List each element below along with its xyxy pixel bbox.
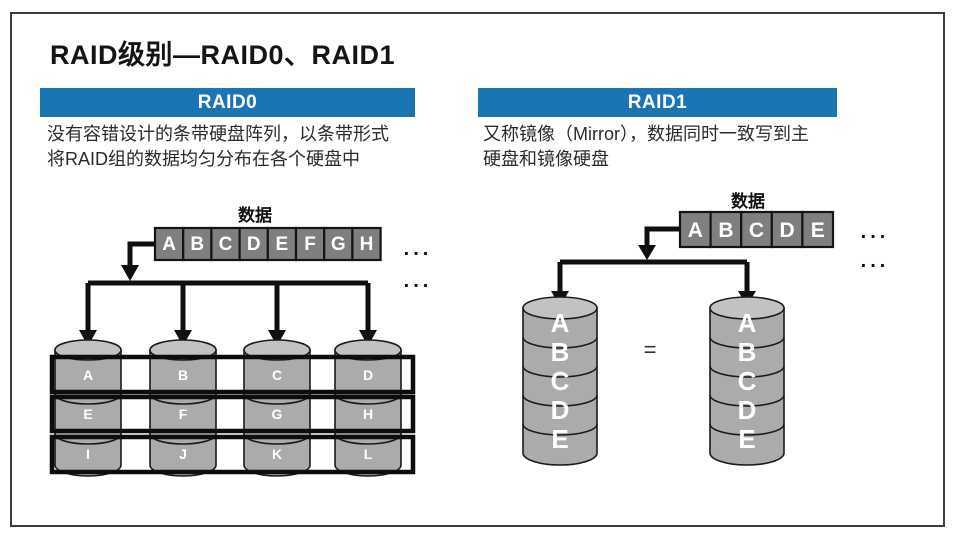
data-cell — [801, 210, 835, 249]
data-cell-letter: B — [718, 219, 733, 242]
data-cell-letter: E — [276, 234, 289, 255]
data-cell-letter: A — [162, 234, 176, 255]
data-cell-letter: H — [360, 234, 374, 255]
disk-block-letter: A — [551, 308, 570, 338]
raid1-description-line2: 硬盘和镜像硬盘 — [483, 149, 609, 169]
elbow-arrow — [121, 241, 155, 281]
raid0-disk-3: C G K — [243, 339, 311, 477]
disk-block-letter: C — [272, 367, 282, 383]
disk-block-letter: G — [272, 406, 283, 422]
disk-block-letter: E — [551, 424, 568, 454]
data-cell-letter: C — [749, 219, 764, 242]
equals-sign: = — [644, 337, 657, 362]
disk-block-letter: L — [364, 446, 373, 462]
raid1-header-label: RAID1 — [627, 92, 688, 113]
data-cell-letter: A — [688, 219, 703, 242]
page-title: RAID级别—RAID0、RAID1 — [50, 40, 396, 70]
raid0-description-line1: 没有容错设计的条带硬盘阵列，以条带形式 — [47, 124, 389, 144]
disk-block-letter: A — [83, 367, 93, 383]
disk-block-letter: B — [551, 337, 570, 367]
raid0-disk-4: D H L — [334, 339, 402, 477]
data-cell — [351, 226, 382, 262]
raid1-diagram: 数据 A B C D E ... ... — [522, 191, 890, 466]
data-cell — [182, 226, 213, 262]
raid0-disk-2: B F J — [149, 339, 217, 477]
raid0-description-line2: 将RAID组的数据均匀分布在各个硬盘中 — [47, 149, 361, 169]
disk-block-letter: A — [738, 308, 757, 338]
data-cell-letter: B — [190, 234, 204, 255]
disk-block-letter: I — [86, 446, 90, 462]
data-cell — [238, 226, 269, 262]
data-cell-letter: D — [247, 234, 261, 255]
data-cell-letter: D — [780, 219, 795, 242]
data-cell-letter: C — [219, 234, 233, 255]
ellipsis: ... — [861, 221, 890, 243]
disk-block-letter: D — [738, 395, 757, 425]
raid0-data-label: 数据 — [238, 205, 272, 225]
disk-block-letter: J — [179, 446, 187, 462]
ellipsis: ... — [404, 270, 433, 292]
data-cell-letter: G — [331, 234, 346, 255]
elbow-arrow — [638, 226, 680, 260]
raid0-header-label: RAID0 — [197, 92, 258, 113]
distribution-line — [79, 280, 377, 346]
stripe-row-2 — [49, 394, 416, 434]
disk-block-letter: D — [551, 395, 570, 425]
disk-block-letter: B — [738, 337, 757, 367]
data-cell-letter: F — [304, 234, 316, 255]
data-cell — [323, 226, 354, 262]
ellipsis: ... — [861, 250, 890, 272]
raid1-description-line1: 又称镜像（Mirror），数据同时一致写到主 — [483, 124, 809, 144]
raid0-diagram: 数据 A B C D E F G H ... ... — [49, 205, 433, 477]
raid0-disk-1: A E I — [54, 339, 122, 477]
disk-block-letter: D — [363, 367, 373, 383]
ellipsis: ... — [404, 238, 433, 260]
disk-block-letter: E — [83, 406, 92, 422]
stripe-row-3 — [49, 434, 416, 475]
raid1-data-label: 数据 — [731, 191, 765, 211]
raid0-header-bar: RAID0 — [40, 88, 415, 117]
raid0-description: 没有容错设计的条带硬盘阵列，以条带形式 将RAID组的数据均匀分布在各个硬盘中 — [47, 122, 447, 172]
raid1-data-strip: A B C D E — [678, 210, 835, 249]
data-cell-letter: E — [811, 219, 825, 242]
raid1-primary-disk: A B C D E — [522, 296, 598, 466]
raid1-header-bar: RAID1 — [478, 88, 837, 117]
raid0-data-strip: A B C D E F G H — [153, 226, 382, 262]
raid1-mirror-disk: A B C D E — [709, 296, 785, 466]
disk-block-letter: B — [178, 367, 188, 383]
disk-block-letter: C — [738, 366, 757, 396]
disk-block-letter: K — [272, 446, 282, 462]
data-cell — [266, 226, 298, 262]
stripe-row-1 — [49, 354, 416, 395]
disk-block-letter: F — [179, 406, 188, 422]
disk-block-letter: C — [551, 366, 570, 396]
disk-block-letter: H — [363, 406, 373, 422]
disk-block-letter: E — [738, 424, 755, 454]
raid1-description: 又称镜像（Mirror），数据同时一致写到主 硬盘和镜像硬盘 — [483, 122, 878, 172]
